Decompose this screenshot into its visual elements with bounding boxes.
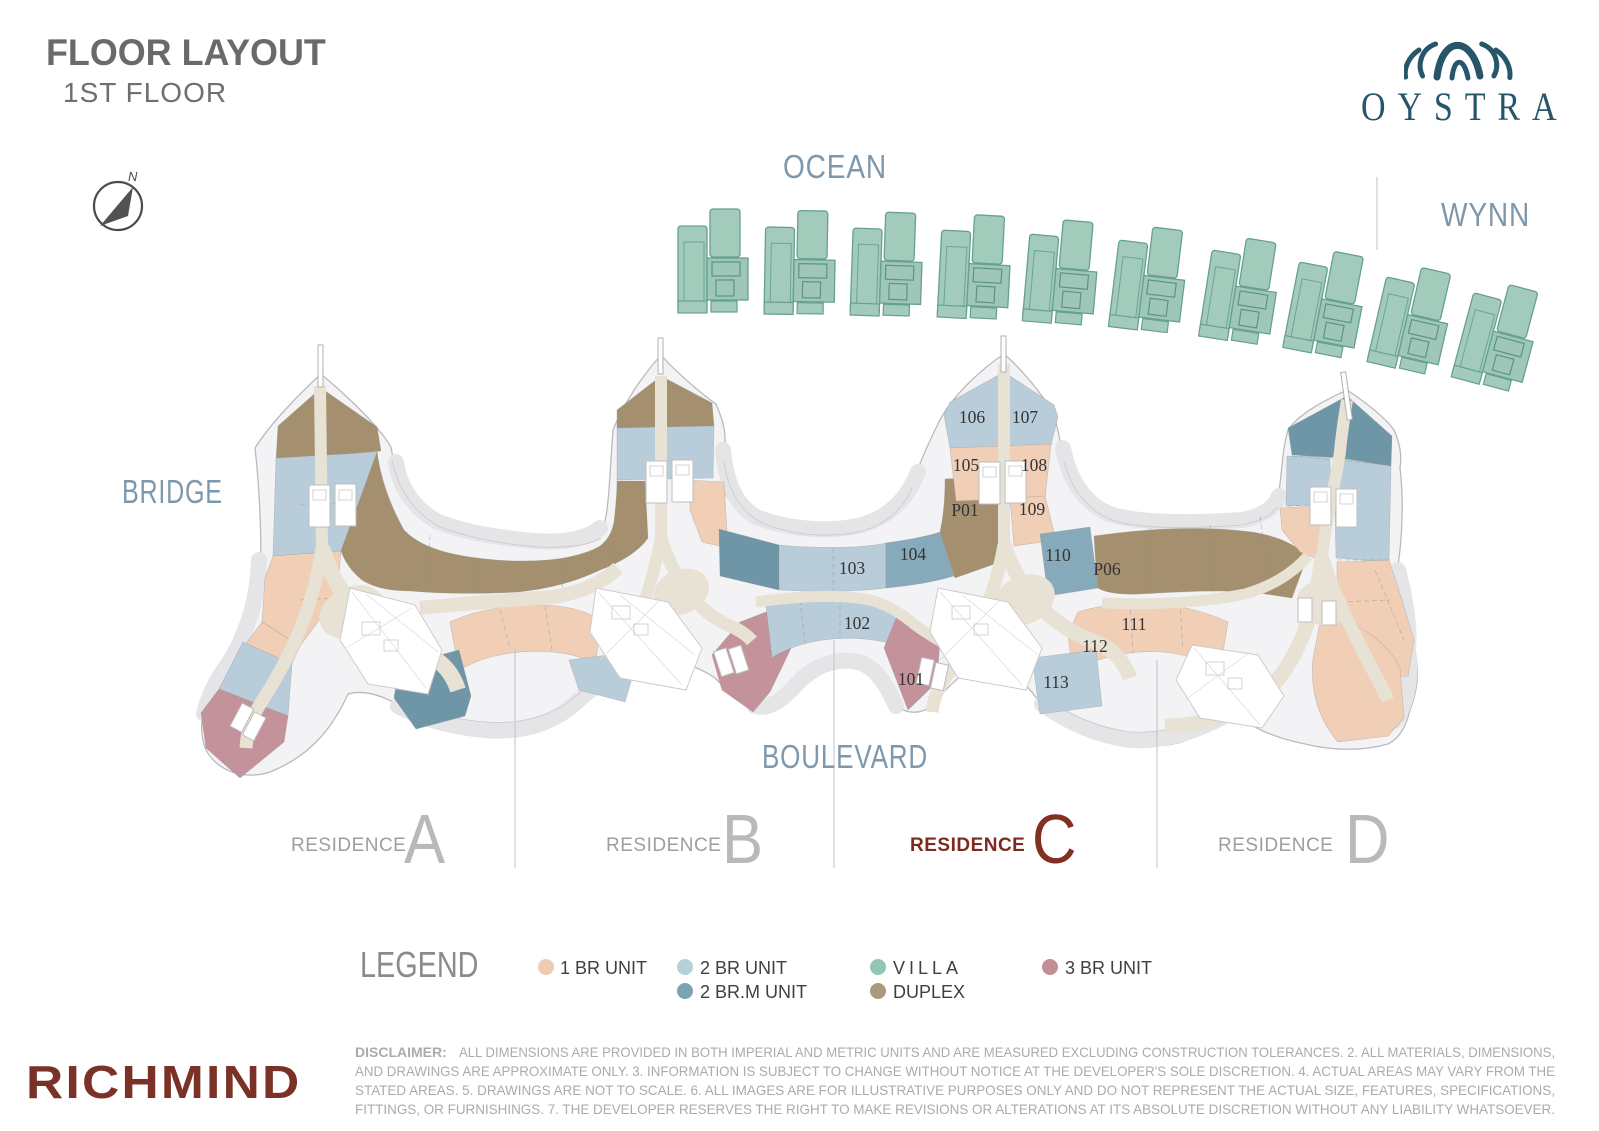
svg-text:FITTINGS, OR FURNISHINGS. 7. T: FITTINGS, OR FURNISHINGS. 7. THE DEVELOP… [355, 1101, 1555, 1117]
svg-text:113: 113 [1043, 672, 1069, 692]
svg-text:108: 108 [1021, 455, 1048, 475]
svg-text:AND DRAWINGS ARE APPROXIMATE O: AND DRAWINGS ARE APPROXIMATE ONLY. 3. IN… [355, 1063, 1555, 1079]
svg-text:101: 101 [898, 669, 924, 689]
svg-text:ALL DIMENSIONS ARE PROVIDED IN: ALL DIMENSIONS ARE PROVIDED IN BOTH IMPE… [459, 1044, 1555, 1060]
svg-text:103: 103 [839, 558, 866, 578]
svg-text:P01: P01 [951, 500, 978, 520]
svg-text:107: 107 [1012, 407, 1039, 427]
svg-text:111: 111 [1122, 614, 1147, 634]
svg-text:109: 109 [1019, 499, 1046, 519]
svg-text:110: 110 [1045, 545, 1071, 565]
svg-text:N: N [128, 169, 138, 184]
svg-text:102: 102 [844, 613, 870, 633]
svg-text:P06: P06 [1093, 559, 1120, 579]
svg-text:104: 104 [900, 544, 927, 564]
svg-text:105: 105 [953, 455, 980, 475]
svg-text:106: 106 [959, 407, 986, 427]
svg-text:112: 112 [1082, 636, 1108, 656]
svg-text:STATED AREAS. 5. DRAWINGS ARE: STATED AREAS. 5. DRAWINGS ARE NOT TO SCA… [355, 1082, 1555, 1098]
svg-text:DISCLAIMER:: DISCLAIMER: [355, 1044, 447, 1060]
